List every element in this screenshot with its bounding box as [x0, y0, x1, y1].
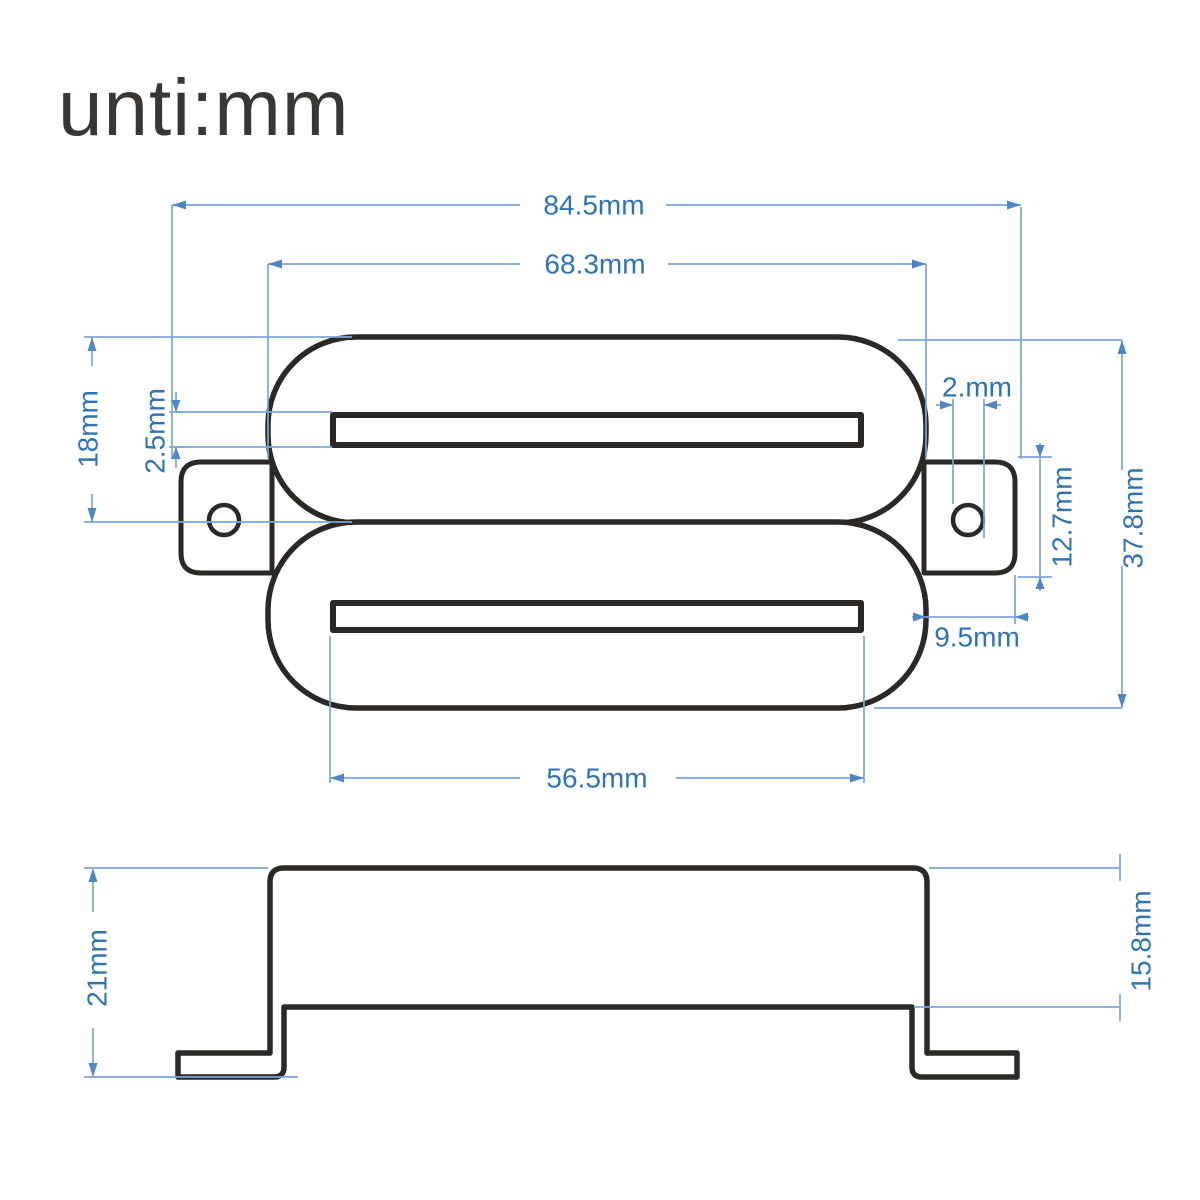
dim-label-slot-width: 56.5mm — [546, 763, 647, 794]
front-view-drawing — [178, 334, 1018, 711]
dim-label-ear-width: 9.5mm — [934, 622, 1020, 653]
right-screw-hole — [950, 502, 986, 538]
dim-hole-inset: 2.mm — [936, 372, 1012, 538]
dim-label-body-height: 37.8mm — [1118, 467, 1149, 568]
dim-slot-width: 56.5mm — [329, 636, 865, 794]
dim-overall-width: 84.5mm — [171, 190, 1022, 459]
dim-label-ear-height: 12.7mm — [1047, 466, 1078, 567]
bottom-bobbin — [265, 519, 929, 711]
dim-cover-height: 15.8mm — [914, 854, 1157, 1021]
dim-ear-width: 9.5mm — [912, 575, 1029, 653]
right-mounting-ear — [921, 459, 1018, 576]
dim-label-body-width: 68.3mm — [544, 249, 645, 280]
dim-label-slot-height: 2.5mm — [140, 388, 171, 474]
dim-label-cover-height: 15.8mm — [1126, 890, 1157, 991]
unit-note-title: unti:mm — [58, 63, 350, 152]
left-mounting-ear — [178, 459, 275, 576]
dim-overall-height: 21mm — [82, 867, 298, 1078]
dim-body-height: 37.8mm — [874, 339, 1149, 709]
left-screw-hole — [206, 502, 242, 538]
side-profile — [175, 865, 1020, 1080]
side-view-drawing — [175, 865, 1020, 1080]
dim-top-to-hole-center: 18mm — [73, 336, 352, 523]
dim-label-overall-width: 84.5mm — [543, 190, 644, 221]
top-bobbin — [265, 334, 929, 526]
dim-label-top-to-hole-center: 18mm — [73, 390, 104, 468]
top-blade-slot — [330, 412, 864, 448]
dim-ear-height: 12.7mm — [1018, 443, 1078, 591]
dim-label-hole-inset: 2.mm — [942, 372, 1012, 403]
bottom-blade-slot — [330, 600, 864, 633]
dim-body-width: 68.3mm — [267, 249, 927, 458]
dim-label-overall-height: 21mm — [82, 929, 113, 1007]
dim-slot-height: 2.5mm — [140, 388, 332, 474]
